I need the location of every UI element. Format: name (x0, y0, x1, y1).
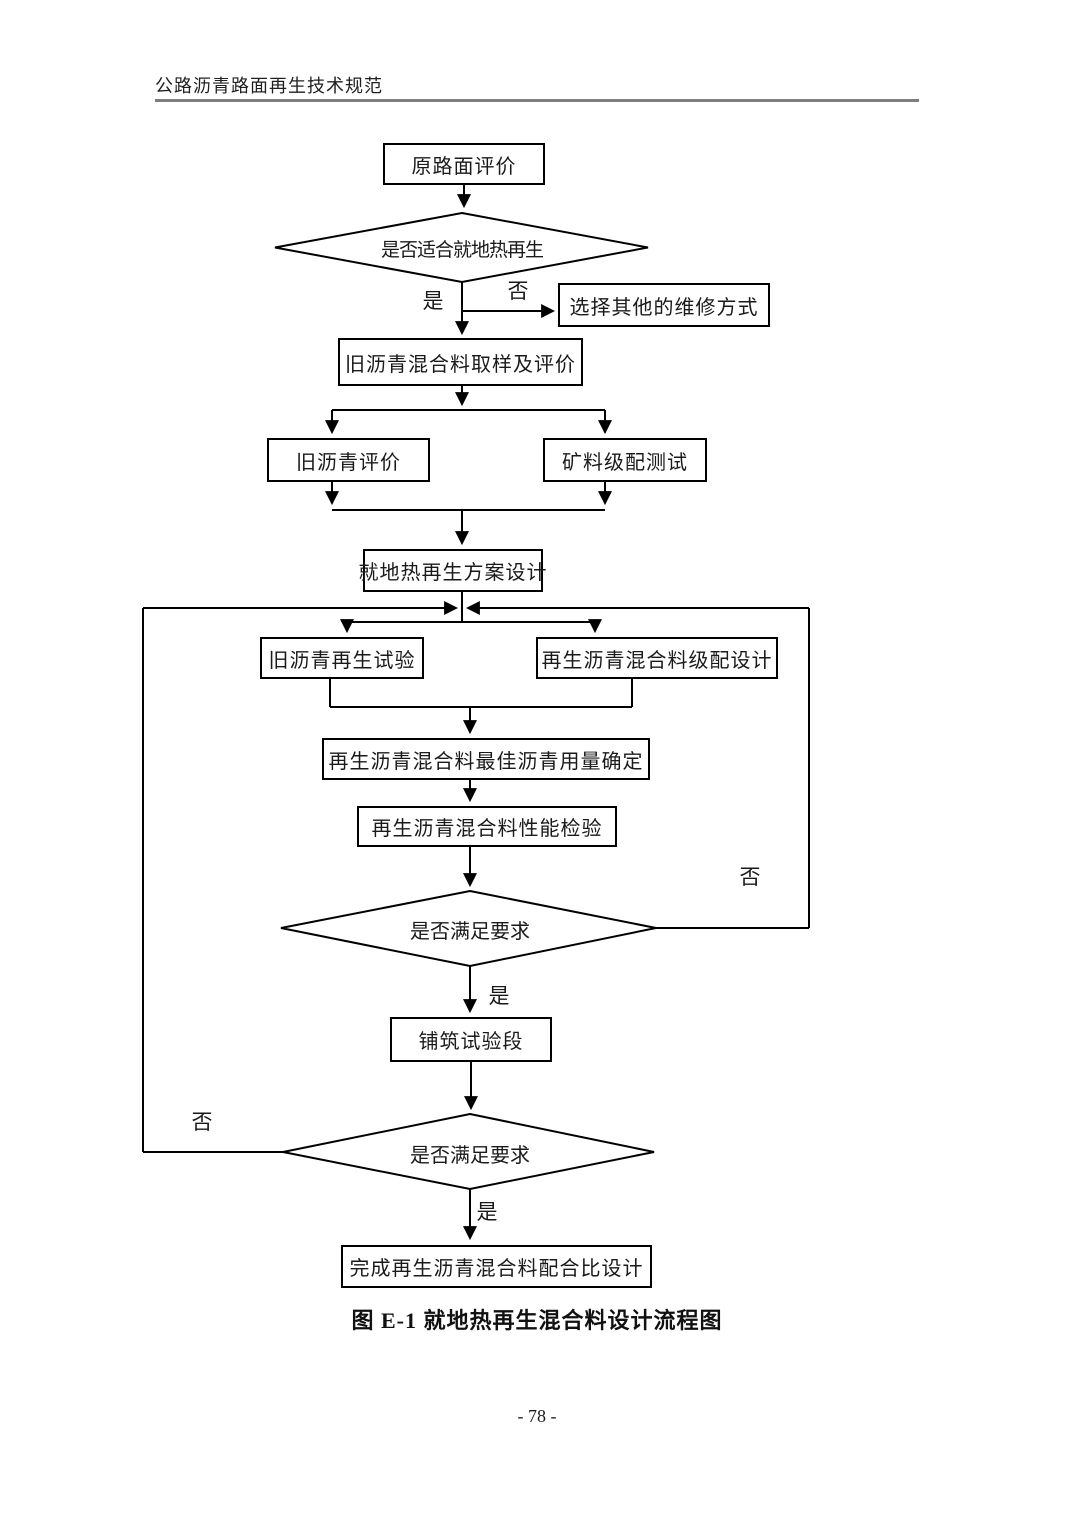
node-choose-other-maintenance: 选择其他的维修方式 (558, 283, 770, 327)
branch-label-suitability-no: 否 (507, 279, 529, 303)
node-optimum-asphalt-content: 再生沥青混合料最佳沥青用量确定 (322, 738, 650, 780)
decision-diamond-mix-check (280, 889, 657, 968)
header-rule (155, 99, 919, 102)
branch-label-mix-check-yes: 是 (488, 984, 510, 1008)
figure-caption: 图 E-1 就地热再生混合料设计流程图 (351, 1308, 723, 1333)
node-pave-trial-section: 铺筑试验段 (390, 1017, 552, 1062)
branch-label-suitability-yes: 是 (422, 289, 444, 313)
decision-label-trial-check: 是否满足要求 (410, 1145, 530, 1167)
decision-diamond-suitability (274, 211, 649, 284)
node-mixture-performance-test: 再生沥青混合料性能检验 (357, 806, 617, 847)
node-recycled-mixture-gradation-design: 再生沥青混合料级配设计 (536, 637, 778, 679)
node-complete-mix-proportion-design: 完成再生沥青混合料配合比设计 (341, 1245, 652, 1288)
page-header-title: 公路沥青路面再生技术规范 (155, 76, 383, 96)
branch-label-trial-check-no: 否 (191, 1110, 213, 1134)
node-hir-scheme-design: 就地热再生方案设计 (359, 549, 547, 592)
branch-label-trial-check-yes: 是 (476, 1200, 498, 1224)
node-mineral-gradation-test: 矿料级配测试 (543, 438, 707, 482)
page-number: - 78 - (517, 1406, 557, 1426)
decision-label-suitability: 是否适合就地热再生 (380, 240, 544, 261)
decision-diamond-trial-check (282, 1112, 655, 1191)
node-old-mixture-sampling-evaluation: 旧沥青混合料取样及评价 (338, 338, 583, 386)
node-old-asphalt-regeneration-test: 旧沥青再生试验 (260, 637, 424, 679)
node-old-asphalt-evaluation: 旧沥青评价 (267, 438, 430, 482)
decision-label-mix-check: 是否满足要求 (410, 921, 530, 943)
node-original-pavement-evaluation: 原路面评价 (383, 143, 545, 185)
branch-label-mix-check-no: 否 (739, 865, 761, 889)
